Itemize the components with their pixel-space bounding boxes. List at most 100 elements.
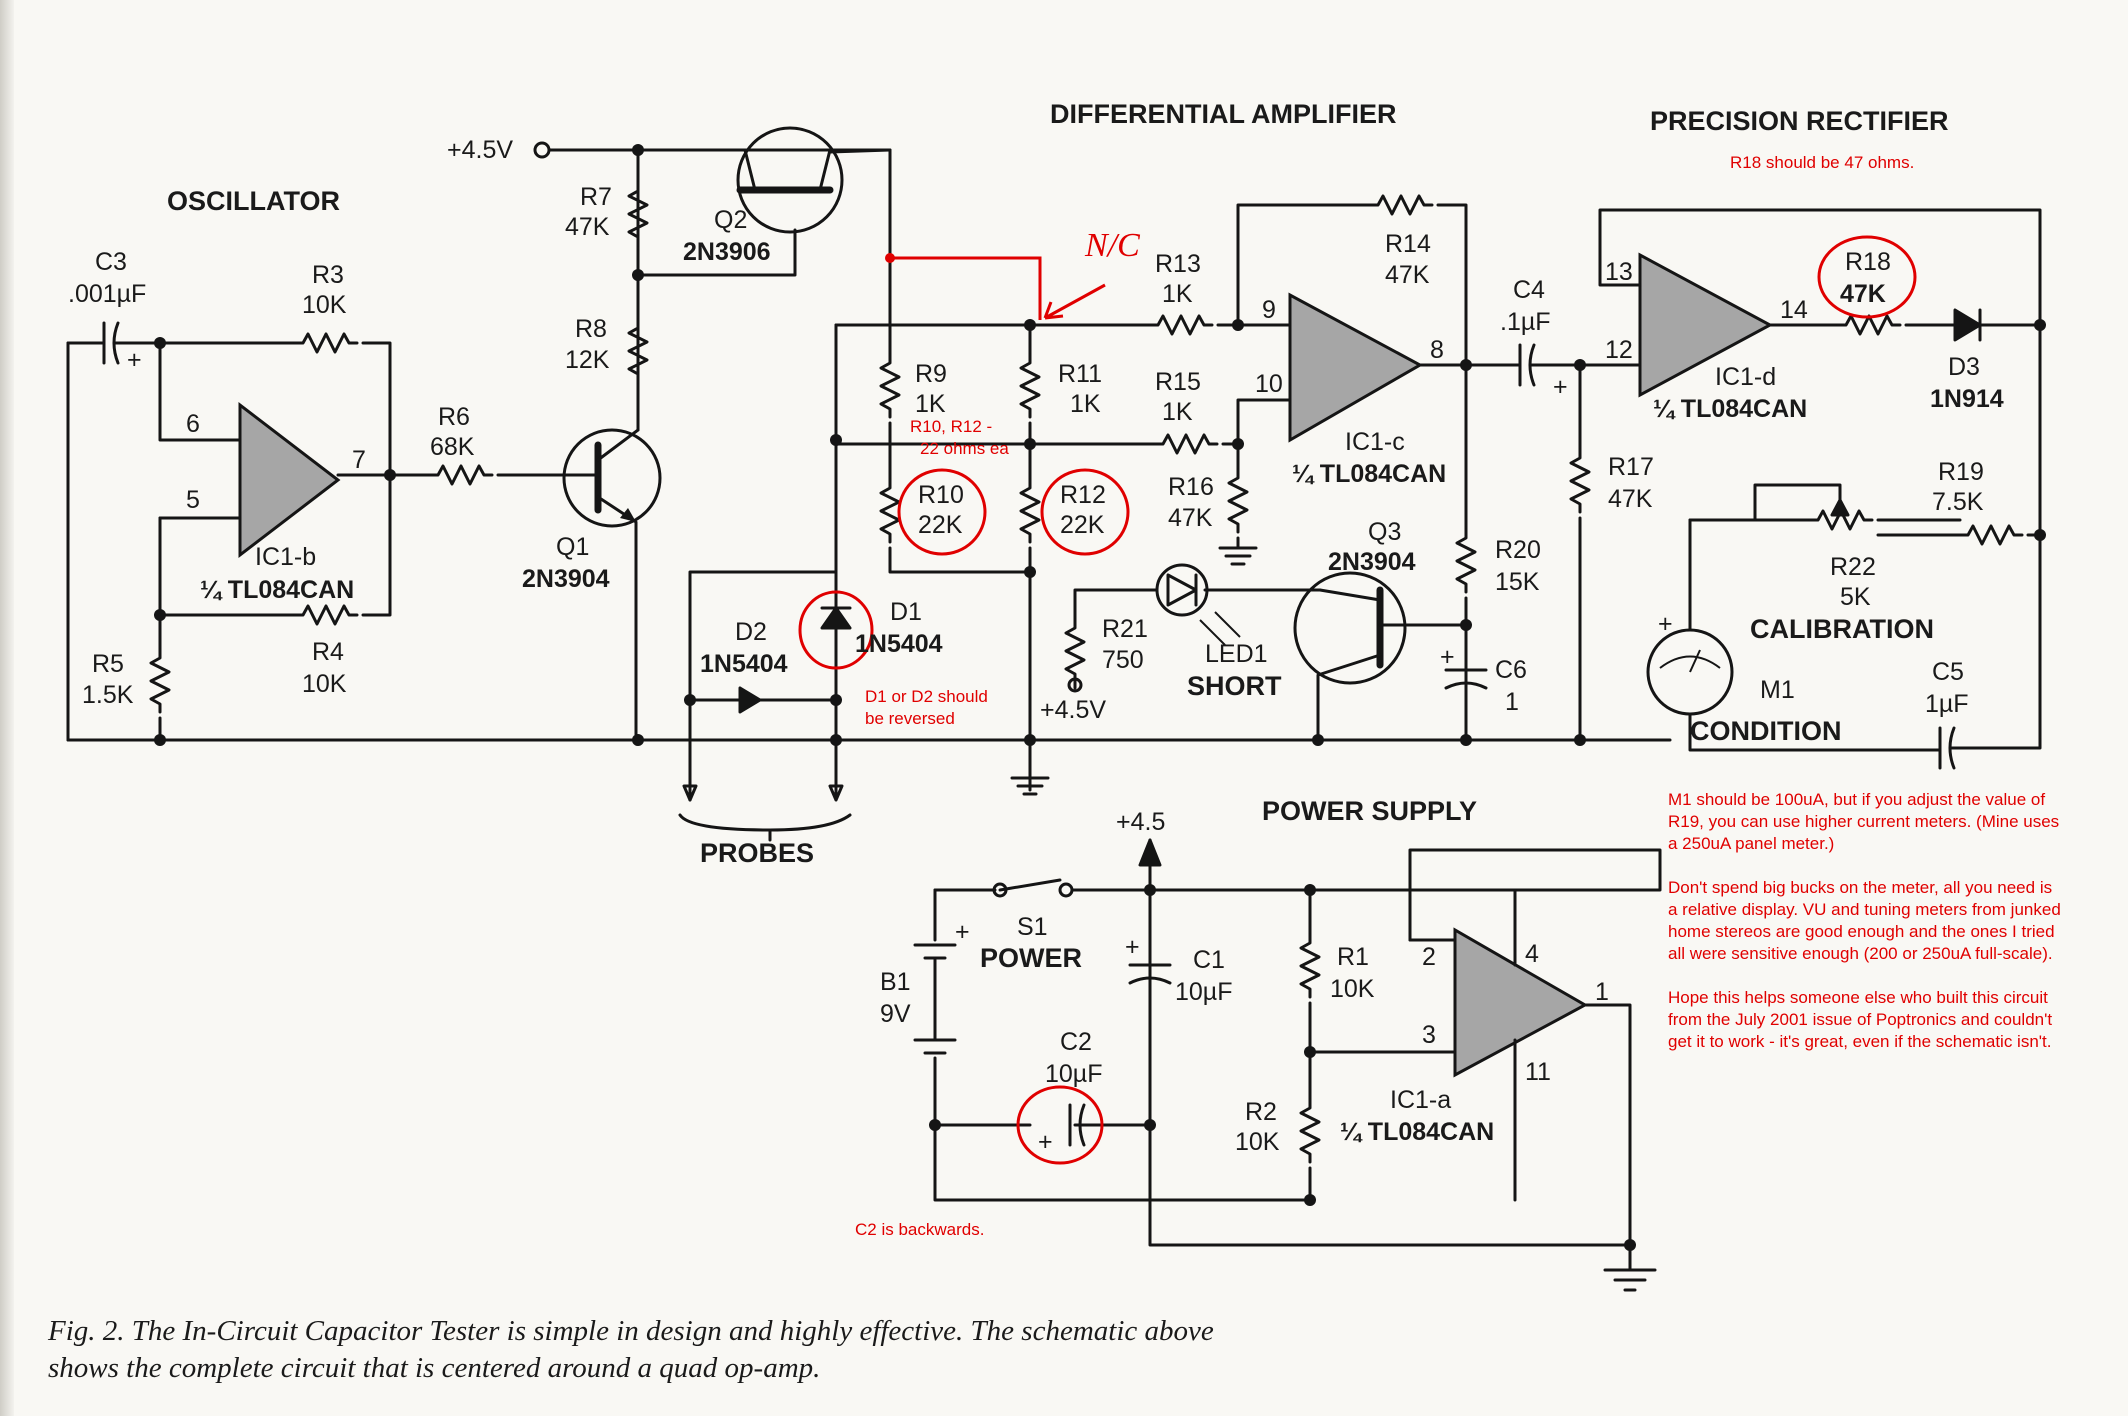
label-r3: R3 [312, 261, 344, 289]
value-q3: 2N3904 [1328, 548, 1416, 576]
value-r21: 750 [1102, 646, 1144, 674]
note-line: Don't spend big bucks on the meter, all … [1668, 878, 2052, 897]
differential-amplifier-section [830, 194, 1586, 796]
note-d1d2-a: D1 or D2 should [865, 687, 988, 706]
figure-caption-line2: shows the complete circuit that is cente… [48, 1352, 820, 1384]
label-r19: R19 [1938, 458, 1984, 486]
note-line: home stereos are good enough and the one… [1668, 922, 2055, 941]
note-d1d2-b: be reversed [865, 709, 955, 728]
label-condition: CONDITION [1690, 716, 1842, 746]
note-line: R19, you can use higher current meters. … [1668, 812, 2059, 831]
value-c1: 10µF [1175, 978, 1232, 1006]
pin-11: 11 [1525, 1058, 1551, 1086]
label-calibration: CALIBRATION [1750, 614, 1934, 644]
value-q2: 2N3906 [683, 238, 771, 266]
label-supply-top: +4.5 [1116, 808, 1165, 836]
red-annotations [798, 235, 1917, 1165]
label-rectifier: PRECISION RECTIFIER [1650, 106, 1949, 136]
label-r9: R9 [915, 360, 947, 388]
label-q3: Q3 [1368, 518, 1401, 546]
value-s1: POWER [980, 943, 1082, 973]
label-c6: C6 [1495, 656, 1527, 684]
value-r9: 1K [915, 390, 946, 418]
pin-3: 3 [1422, 1021, 1436, 1049]
value-r7: 47K [565, 213, 610, 241]
label-r15: R15 [1155, 368, 1201, 396]
value-r18: 47K [1840, 280, 1886, 308]
label-d2: D2 [735, 618, 767, 646]
label-led1: LED1 [1205, 640, 1268, 668]
value-d2: 1N5404 [700, 650, 788, 678]
label-oscillator: OSCILLATOR [167, 186, 340, 216]
pin-5: 5 [186, 486, 200, 514]
transistor-q2 [736, 126, 892, 234]
value-r4: 10K [302, 670, 347, 698]
oscillator-section [66, 321, 1672, 746]
value-r20: 15K [1495, 568, 1540, 596]
value-d1: 1N5404 [855, 630, 943, 658]
short-indicator [1064, 563, 1468, 746]
value-r2: 10K [1235, 1128, 1280, 1156]
plus-c4: + [1553, 373, 1568, 401]
label-c5: C5 [1932, 658, 1964, 686]
label-r10: R10 [918, 481, 964, 509]
note-c2: C2 is backwards. [855, 1220, 984, 1239]
pin-2: 2 [1422, 943, 1436, 971]
value-r22: 5K [1840, 583, 1871, 611]
value-r10: 22K [918, 511, 963, 539]
opamp-ic1b [238, 401, 341, 559]
label-ic1a: IC1-a [1390, 1086, 1451, 1114]
note-line: get it to work - it's great, even if the… [1668, 1032, 2051, 1051]
value-r1: 10K [1330, 975, 1375, 1003]
note-line: all were sensitive enough (200 or 250uA … [1668, 944, 2053, 963]
value-c4: .1µF [1500, 308, 1551, 336]
pin-9: 9 [1262, 296, 1276, 324]
label-ic1b: IC1-b [255, 543, 316, 571]
opamp-ic1c [1288, 292, 1424, 443]
label-r21: R21 [1102, 615, 1148, 643]
note-r10r12-a: R10, R12 - [910, 417, 992, 436]
label-r17: R17 [1608, 453, 1654, 481]
probe-section [678, 570, 852, 842]
opamp-ic1a [1453, 927, 1589, 1078]
label-r4: R4 [312, 638, 344, 666]
value-c5: 1µF [1925, 690, 1969, 718]
note-line: Hope this helps someone else who built t… [1668, 988, 2048, 1007]
label-r1: R1 [1337, 943, 1369, 971]
label-q1: Q1 [556, 533, 589, 561]
value-r11: 1K [1070, 390, 1101, 418]
label-c3: C3 [95, 248, 127, 276]
note-r18: R18 should be 47 ohms. [1730, 153, 1914, 172]
value-c3: .001µF [68, 280, 146, 308]
label-r22: R22 [1830, 553, 1876, 581]
label-r16: R16 [1168, 473, 1214, 501]
junction-dot [154, 337, 166, 349]
label-supply: +4.5V [447, 136, 513, 164]
plus-b1: + [955, 918, 970, 946]
label-power-supply: POWER SUPPLY [1262, 796, 1477, 826]
plus-m1: + [1658, 610, 1673, 638]
value-led1: SHORT [1187, 671, 1282, 701]
value-b1: 9V [880, 1000, 911, 1028]
pin-6: 6 [186, 410, 200, 438]
label-r12: R12 [1060, 481, 1106, 509]
pin-1: 1 [1595, 978, 1609, 1006]
value-r15: 1K [1162, 398, 1193, 426]
note-line: M1 should be 100uA, but if you adjust th… [1668, 790, 2045, 809]
value-r6: 68K [430, 433, 475, 461]
pin-10: 10 [1255, 370, 1283, 398]
pin-4: 4 [1525, 940, 1539, 968]
value-ic1b: ¼ TL084CAN [200, 576, 354, 604]
label-r7: R7 [580, 183, 612, 211]
label-diff-amp: DIFFERENTIAL AMPLIFIER [1050, 99, 1397, 129]
label-b1: B1 [880, 968, 911, 996]
label-r18: R18 [1845, 248, 1891, 276]
note-line: from the July 2001 issue of Poptronics a… [1668, 1010, 2052, 1029]
plus-c2: + [1038, 1128, 1053, 1156]
value-c2: 10µF [1045, 1060, 1102, 1088]
value-c6: 1 [1505, 688, 1519, 716]
note-nc: N/C [1084, 227, 1140, 264]
value-r19: 7.5K [1932, 488, 1984, 516]
